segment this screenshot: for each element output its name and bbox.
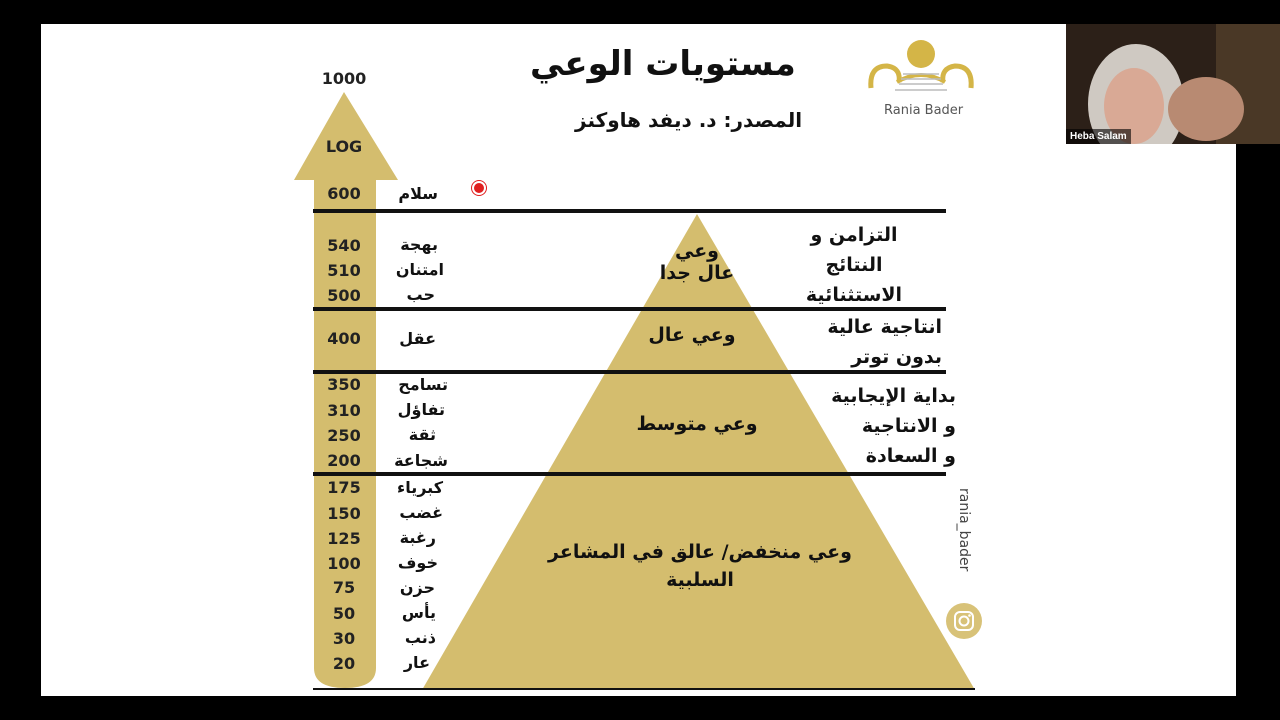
emotion-label: سلام: [398, 184, 438, 203]
result-line: انتاجية عالية: [827, 316, 942, 338]
level-label-medium: وعي متوسط: [597, 413, 797, 435]
scale-value: 175: [327, 478, 361, 497]
scale-value: 30: [332, 629, 356, 648]
emotion-label: حزن: [399, 578, 435, 597]
result-high: انتاجية عالية بدون توتر: [790, 312, 942, 372]
emotion-label: ثقة: [408, 425, 436, 444]
participant-avatar: [1066, 24, 1280, 144]
participant-name: Heba Salam: [1066, 129, 1131, 144]
slide-source: المصدر: د. ديفد هاوكنز: [575, 108, 803, 132]
emotion-label: ذنب: [404, 628, 436, 647]
result-medium: بداية الإيجابية و الانتاجية و السعادة: [790, 381, 956, 471]
level-line: وعي: [674, 240, 719, 262]
emotion-label: تفاؤل: [397, 400, 445, 419]
emotion-label: رغبة: [399, 528, 436, 547]
emotion-label: كبرياء: [397, 478, 443, 497]
scale-value: 400: [327, 329, 361, 348]
pyramid-shape: [422, 214, 975, 690]
scale-value: 100: [327, 554, 361, 573]
emotion-label: عقل: [399, 329, 436, 348]
emotion-label: يأس: [401, 603, 436, 622]
result-line: بدون توتر: [851, 346, 942, 368]
scale-value: 200: [327, 451, 361, 470]
level-line: وعي متوسط: [636, 413, 758, 435]
emotion-label: خوف: [397, 553, 438, 572]
scale-value: 250: [327, 426, 361, 445]
laser-pointer: [472, 181, 486, 195]
scale-value: 50: [332, 604, 356, 623]
scale-value: 540: [327, 236, 361, 255]
scale-value: 20: [332, 654, 356, 673]
result-line: الاستثنائية: [805, 284, 903, 306]
level-line: عال جدا: [659, 262, 735, 284]
level-label-low: وعي منخفض/ عالق في المشاعر السلبية: [520, 538, 880, 594]
participant-video-tile[interactable]: Heba Salam: [1066, 24, 1280, 144]
level-label-very-high: وعي عال جدا: [622, 240, 772, 284]
instagram-icon: [946, 603, 982, 639]
result-line: التزامن و: [810, 224, 898, 246]
emotion-label: تسامح: [398, 375, 448, 394]
result-very-high: التزامن و النتائج الاستثنائية: [790, 220, 918, 310]
axis-log-label: LOG: [325, 137, 363, 156]
rania-bader-logo-icon: [868, 40, 974, 91]
result-line: بداية الإيجابية: [831, 385, 956, 407]
emotion-label: عار: [403, 653, 430, 672]
emotion-label: حب: [406, 285, 435, 304]
scale-value: 510: [327, 261, 361, 280]
log-arrow: [294, 92, 398, 688]
result-line: النتائج: [825, 254, 883, 276]
level-label-high: وعي عال: [612, 324, 772, 346]
level-line: وعي منخفض/ عالق في المشاعر: [548, 541, 852, 563]
result-line: و السعادة: [865, 445, 956, 467]
emotion-label: بهجة: [400, 235, 438, 254]
scale-value: 310: [327, 401, 361, 420]
scale-value: 500: [327, 286, 361, 305]
emotion-label: امتنان: [395, 260, 444, 279]
scale-value: 150: [327, 504, 361, 523]
scale-value: 350: [327, 375, 361, 394]
level-line: السلبية: [666, 569, 734, 591]
result-line: و الانتاجية: [861, 415, 956, 437]
scale-value: 75: [332, 578, 356, 597]
emotion-label: شجاعة: [394, 451, 448, 470]
slide-title: مستويات الوعي: [530, 44, 796, 84]
scale-value: 600: [327, 184, 361, 203]
level-line: وعي عال: [648, 324, 736, 346]
emotion-label: غضب: [399, 503, 443, 522]
instagram-handle: rania_bader: [956, 488, 972, 572]
scale-value: 125: [327, 529, 361, 548]
axis-top-label: 1000: [321, 69, 367, 88]
logo-text: Rania Bader: [884, 103, 964, 118]
